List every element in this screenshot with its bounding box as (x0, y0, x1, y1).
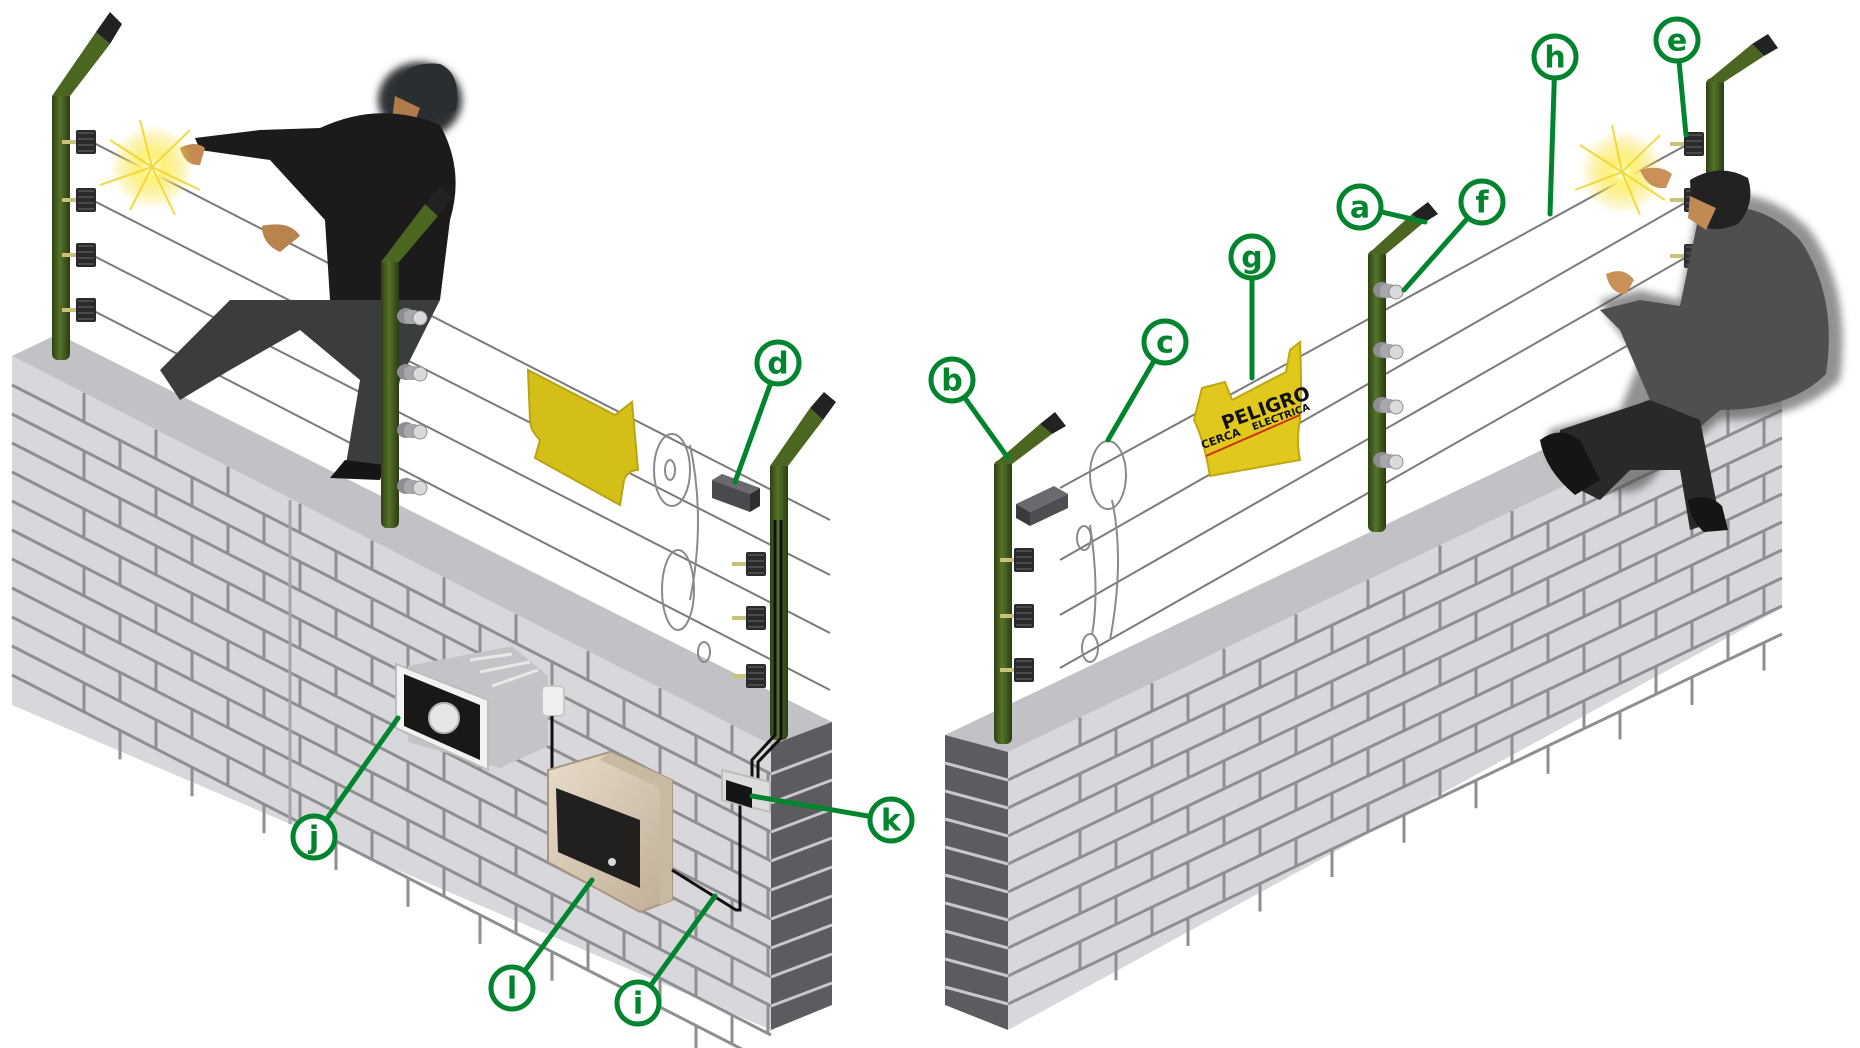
line-insulator-icon (397, 308, 428, 326)
line-insulator-icon (1373, 452, 1404, 470)
callout-circle-e (1653, 16, 1701, 64)
insulator-icon (76, 298, 96, 322)
callout-b: b (928, 356, 1011, 461)
connector-box-b (1016, 486, 1068, 526)
callout-f: f (1401, 178, 1506, 293)
callout-letter-a: a (1350, 191, 1370, 226)
left-wall-end-face (771, 722, 832, 1030)
callout-letter-b: b (941, 364, 962, 399)
callout-c: c (1105, 318, 1189, 443)
callout-a: a (1336, 183, 1428, 231)
insulator-icon (76, 188, 96, 212)
callout-letter-l: l (507, 972, 517, 1007)
callout-leader-j (323, 715, 401, 823)
insulator-icon (1684, 132, 1704, 156)
left-fence-post-3 (712, 392, 836, 790)
callout-letter-d: d (767, 347, 788, 382)
callout-leader-c (1105, 357, 1157, 443)
callout-leader-e (1676, 58, 1689, 138)
line-insulator-icon (1373, 342, 1404, 360)
siren (395, 646, 565, 772)
callout-letter-c: c (1156, 326, 1174, 361)
warning-sign-g: PELIGRO CERCA ELECTRICA (1192, 339, 1313, 478)
callout-j: j (290, 715, 401, 861)
callout-circle-g (1228, 233, 1276, 281)
insulator-icon (1014, 604, 1034, 628)
callout-leader-f (1401, 215, 1471, 293)
callout-letter-h: h (1544, 41, 1565, 76)
callout-letter-i: i (633, 987, 643, 1022)
callout-letter-e: e (1667, 24, 1687, 59)
callout-leader-i (647, 893, 718, 989)
left-fence-post-1 (52, 12, 122, 360)
callout-circle-f (1458, 178, 1506, 226)
callout-leader-b (961, 394, 1011, 461)
line-insulator-icon (397, 422, 428, 440)
callout-leader-k (749, 793, 873, 819)
left-fence-post-2 (381, 186, 452, 528)
callout-leader-h (1547, 75, 1557, 217)
callout-e: e (1653, 16, 1701, 138)
callout-circle-a (1336, 183, 1384, 231)
callout-leader-l (521, 877, 595, 974)
callout-circle-k (867, 796, 915, 844)
callout-letter-f: f (1475, 186, 1489, 221)
callout-letter-j: j (308, 821, 319, 856)
spark-right (1574, 124, 1666, 216)
insulator-icon (76, 243, 96, 267)
callout-letter-g: g (1241, 241, 1262, 276)
line-insulator-icon (1373, 282, 1404, 300)
callout-circle-h (1531, 33, 1579, 81)
spark-left (99, 119, 201, 216)
left-wall-cap (12, 334, 832, 745)
insulator-icon (746, 606, 766, 630)
callout-i: i (614, 893, 718, 1027)
callout-circle-j (290, 813, 338, 861)
intruder-right (1540, 167, 1843, 532)
callout-letter-k: k (881, 804, 902, 839)
warning-sign-left (526, 368, 640, 507)
line-insulator-icon (1373, 397, 1404, 415)
callout-leader-a (1377, 209, 1428, 225)
left-fence (52, 12, 836, 914)
callout-h: h (1531, 33, 1579, 217)
insulator-icon (746, 664, 766, 688)
insulator-icon (1014, 658, 1034, 682)
line-insulator-icon (397, 364, 428, 382)
callout-d: d (732, 339, 802, 485)
callout-circle-d (754, 339, 802, 387)
callout-circle-c (1141, 318, 1189, 366)
switch-box-k (721, 768, 771, 814)
tension-spring-c (1076, 440, 1127, 663)
line-insulator-icon (397, 478, 428, 496)
callout-leader-d (732, 380, 774, 485)
right-fence-post-middle (1368, 202, 1438, 532)
insulator-icon (76, 130, 96, 154)
tension-spring-left (653, 433, 711, 663)
callout-circle-b (928, 356, 976, 404)
insulator-icon (746, 552, 766, 576)
energizer-controller (547, 750, 742, 914)
callout-k: k (749, 793, 915, 844)
callout-circle-l (488, 964, 536, 1012)
callout-l: l (488, 877, 595, 1012)
insulator-icon (1014, 548, 1034, 572)
right-fence-post-b (994, 412, 1068, 744)
callout-g: g (1228, 233, 1276, 381)
right-fence: PELIGRO CERCA ELECTRICA (994, 34, 1843, 744)
callout-circle-i (614, 979, 662, 1027)
callout-labels: a b c d e f g h i j k l (290, 16, 1701, 1027)
